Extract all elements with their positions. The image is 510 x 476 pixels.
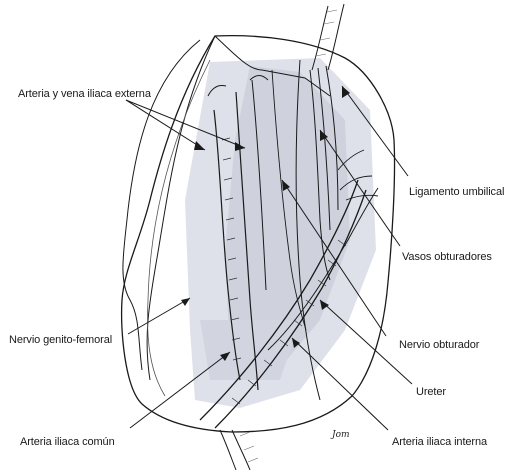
artist-signature: Jom — [332, 430, 350, 440]
leader-genitofemoral — [128, 298, 190, 334]
label-internal-iliac: Arteria iliaca interna — [392, 436, 487, 449]
leader-internal-iliac — [292, 338, 388, 430]
label-ureter: Ureter — [416, 386, 446, 399]
arrowhead-genitofemoral — [181, 298, 190, 306]
label-external-iliac: Arteria y vena iliaca externa — [18, 88, 151, 101]
label-genitofemoral: Nervio genito-femoral — [9, 334, 112, 347]
lower-vessels — [220, 430, 250, 470]
label-obturator-nerve: Nervio obturador — [399, 339, 479, 352]
lower-texture — [240, 432, 258, 462]
label-umbilical-ligament: Ligamento umbilical — [409, 186, 504, 199]
umbilical-cord-top-2 — [328, 4, 344, 70]
label-common-iliac: Arteria iliaca común — [20, 436, 115, 449]
label-obturator-vessels: Vasos obturadores — [402, 251, 492, 264]
leader-external-1 — [126, 100, 205, 150]
